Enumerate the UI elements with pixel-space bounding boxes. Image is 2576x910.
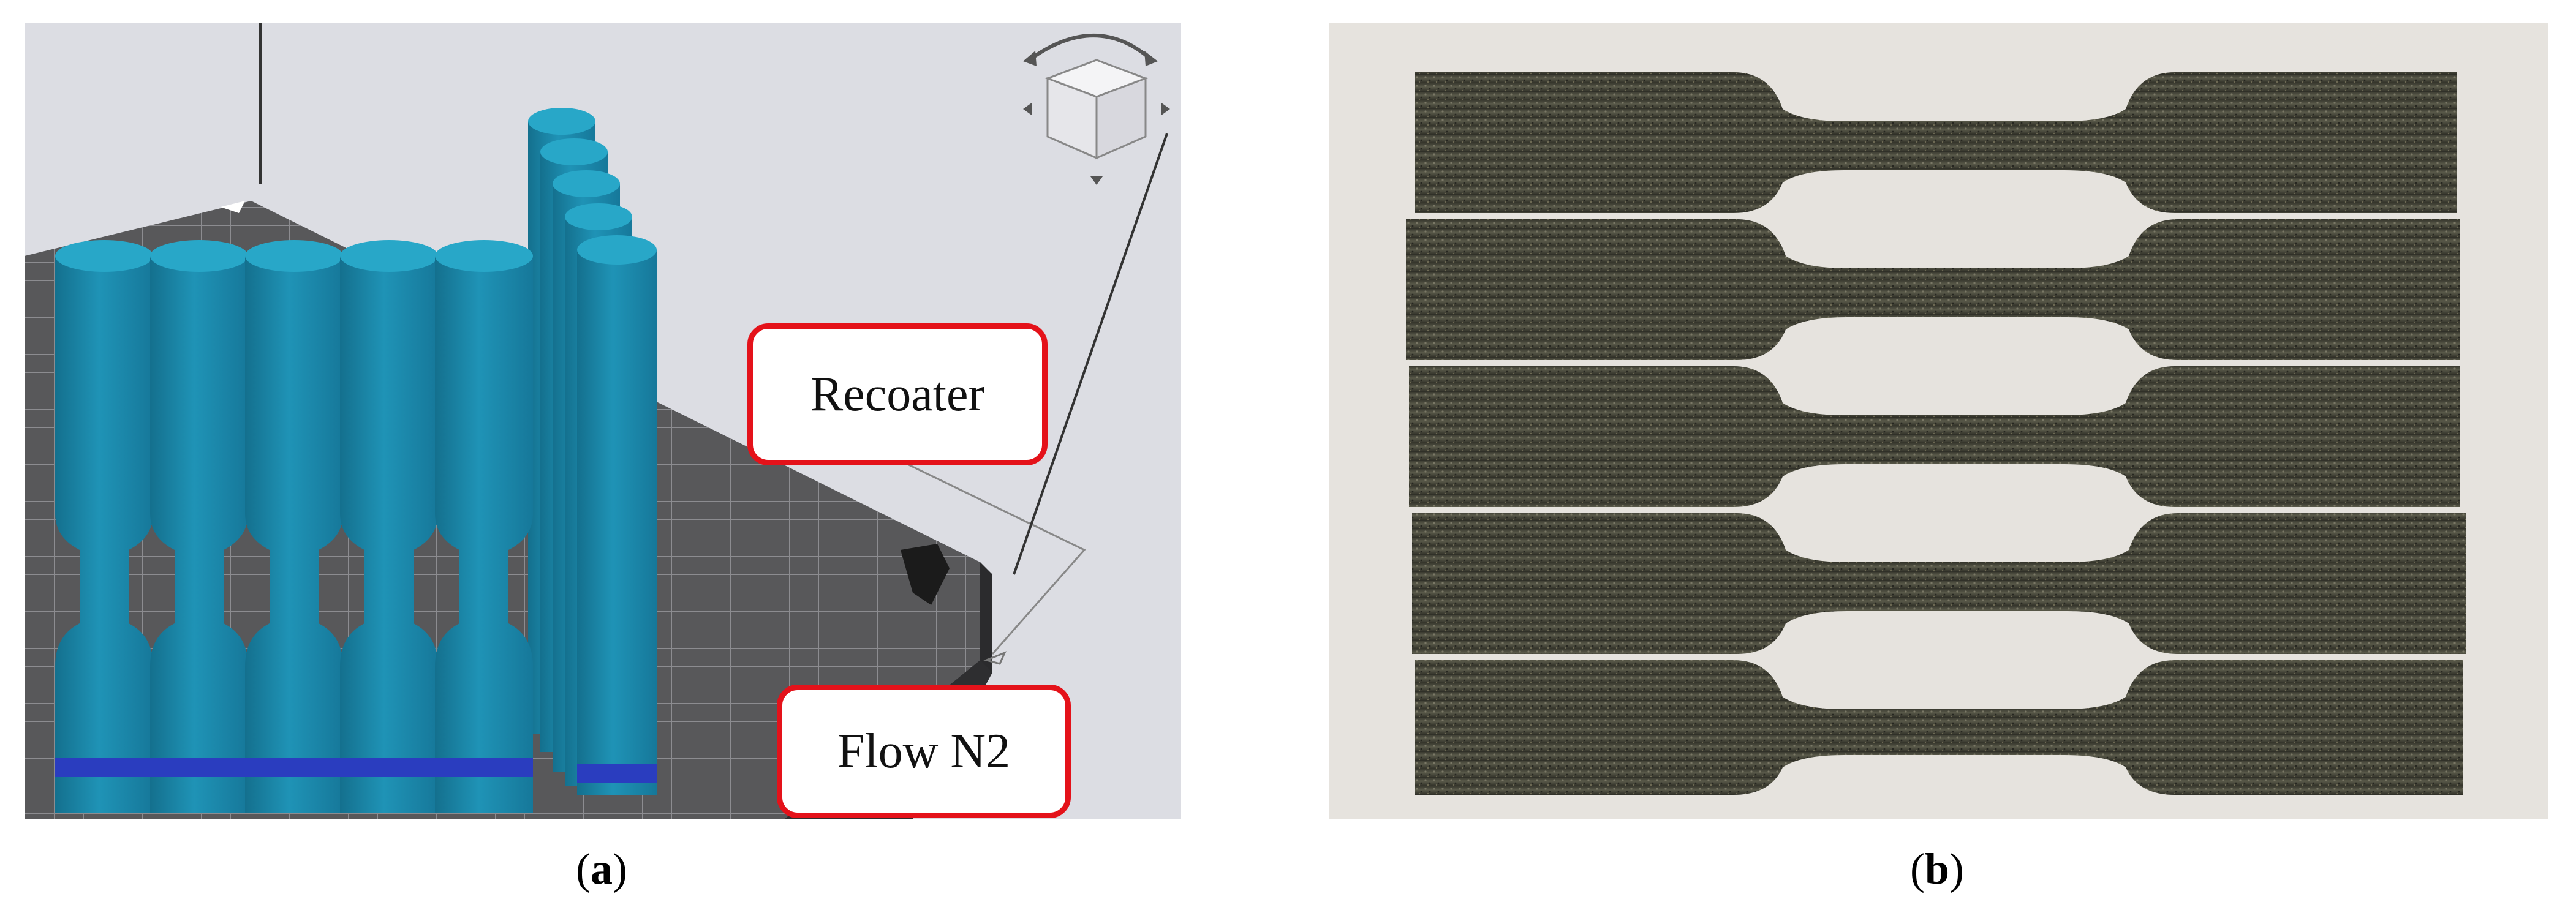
printed-specimen: [1415, 660, 2463, 795]
printed-specimen: [1415, 72, 2457, 213]
specimen-photo-group: [1406, 72, 2466, 795]
specimen-photo: [1406, 72, 2466, 795]
caption-b-letter: b: [1924, 844, 1950, 893]
printed-specimen: [1409, 366, 2460, 507]
caption-a-letter: a: [590, 844, 613, 893]
specimen: [340, 240, 438, 813]
specimen-back-row: [528, 108, 657, 795]
printed-specimen: [1412, 513, 2466, 654]
specimen: [435, 240, 533, 813]
flow-arrow-icon: [983, 651, 1007, 665]
flow-path: [882, 451, 1086, 655]
specimen: [245, 240, 343, 813]
specimen: [55, 240, 153, 813]
nozzle-fixture: [901, 544, 950, 605]
recoater-line: [1013, 133, 1168, 575]
printed-specimen: [1406, 219, 2460, 360]
specimen-front-row: [55, 240, 533, 813]
specimen: [150, 240, 248, 813]
plate-marker-icon: [221, 201, 245, 213]
recoater-label: Recoater: [747, 323, 1048, 465]
flow-n2-label: Flow N2: [777, 685, 1071, 818]
build-layout-scene: [25, 23, 1170, 819]
view-cube-icon[interactable]: [1023, 34, 1170, 185]
specimen-photo-panel: [1329, 23, 2548, 819]
caption-b: (b): [1910, 844, 1965, 893]
caption-a: (a): [576, 844, 627, 893]
build-layout-render-panel: Recoater Flow N2: [25, 23, 1181, 819]
